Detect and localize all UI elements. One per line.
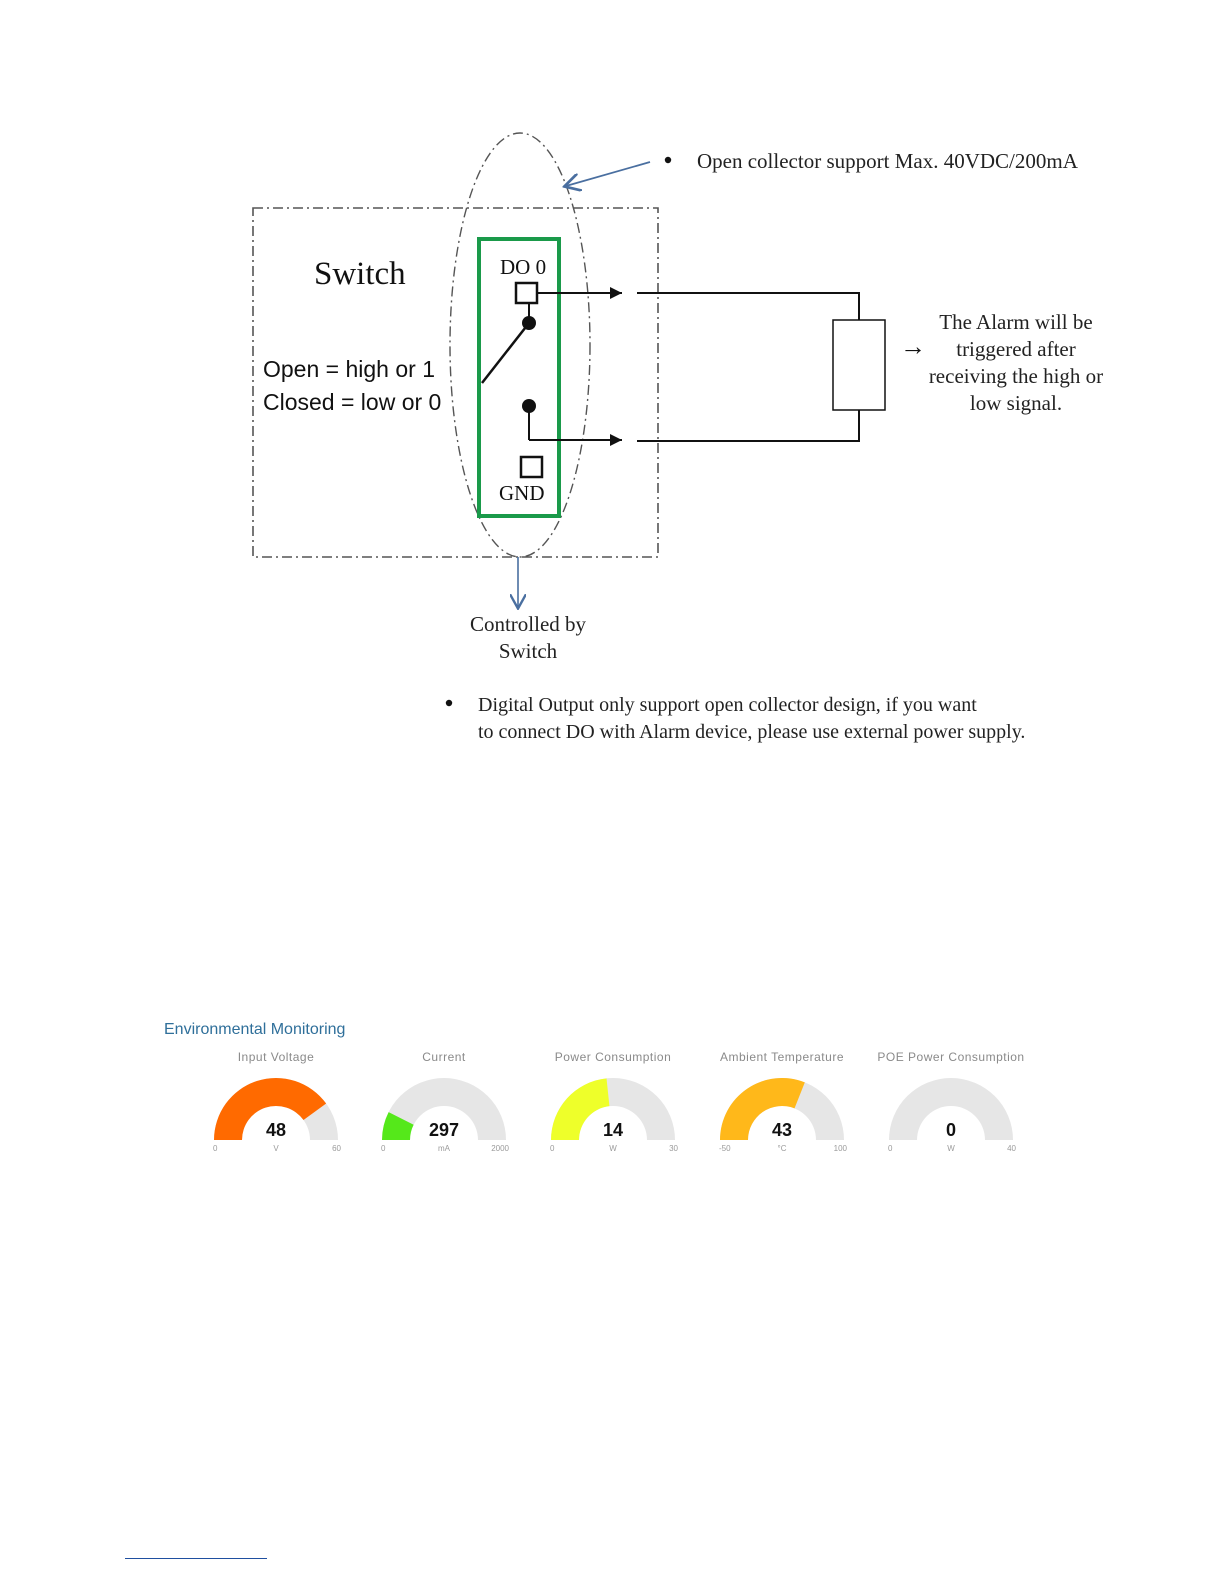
gauge-value: 43: [771, 1120, 793, 1140]
gauge-value: 0: [945, 1120, 956, 1140]
gauge-value: 297: [428, 1120, 460, 1140]
gauge-label: POE Power Consumption: [877, 1050, 1025, 1064]
switch-label: Switch: [314, 256, 406, 292]
gauge-label: Ambient Temperature: [719, 1050, 844, 1064]
state-closed-label: Closed = low or 0: [263, 389, 441, 415]
gauge-label: Input Voltage: [237, 1050, 315, 1064]
gnd-label: GND: [499, 481, 545, 505]
bullet-icon: [664, 156, 672, 164]
gauge-dial: [551, 1078, 675, 1140]
gauge-label: Power Consumption: [554, 1050, 672, 1064]
gauge-unit-label: °C: [777, 1144, 787, 1153]
gauge-unit-label: mA: [438, 1144, 450, 1153]
gauge-max-label: 40: [1007, 1144, 1016, 1153]
gauge-max-label: 2000: [491, 1144, 509, 1153]
gauge-unit-label: V: [273, 1144, 279, 1153]
do-terminal: [514, 281, 539, 305]
do-label: DO 0: [500, 255, 546, 279]
switch-boundary: [252, 207, 659, 558]
gauge-input-voltage: Input Voltage 48 0 V 60: [201, 1048, 351, 1158]
note-bottom-line: Digital Output only support open collect…: [478, 694, 977, 716]
gnd-terminal: [519, 455, 544, 479]
gauge-min-label: 0: [888, 1144, 893, 1153]
controlled-area-ellipse: [449, 132, 591, 558]
gauge-unit-label: W: [609, 1144, 617, 1153]
alarm-text-line: The Alarm will be: [939, 310, 1092, 334]
gauge-value: 48: [265, 1120, 287, 1140]
gauge-dial: [214, 1078, 338, 1140]
state-open-label: Open = high or 1: [263, 356, 435, 382]
note-top: Open collector support Max. 40VDC/200mA: [697, 149, 1079, 173]
gauge-min-label: -50: [719, 1144, 731, 1153]
note-bottom-line: to connect DO with Alarm device, please …: [478, 721, 1025, 743]
switch-blade: [481, 322, 530, 384]
gauge-fill: [720, 1078, 805, 1140]
gauge-ambient-temperature: Ambient Temperature 43 -50 °C 100: [707, 1048, 857, 1158]
gauge-min-label: 0: [550, 1144, 555, 1153]
note-arrow: [566, 161, 651, 186]
gauge-fill: [382, 1112, 414, 1140]
gauge-fill: [551, 1078, 610, 1140]
alarm-wire-bottom: [637, 410, 860, 442]
alarm-arrow-glyph: →: [900, 332, 926, 361]
alarm-text-line: triggered after: [956, 337, 1076, 361]
bullet-icon: [445, 699, 453, 707]
gauge-track: [889, 1078, 1013, 1140]
footnote-separator: [125, 1558, 267, 1559]
gauge-max-label: 100: [833, 1144, 847, 1153]
gauge-dial: [382, 1078, 506, 1140]
alarm-wire-top: [637, 292, 860, 320]
gauge-max-label: 60: [332, 1144, 341, 1153]
alarm-text-line: low signal.: [970, 391, 1062, 415]
gauge-current: Current 297 0 mA 2000: [369, 1048, 519, 1158]
gauge-dial: [889, 1078, 1013, 1140]
terminal-block: [477, 237, 561, 518]
do-wiring-diagram: Open collector support Max. 40VDC/200mA …: [252, 132, 1103, 743]
gauge-fill: [214, 1078, 327, 1140]
gauge-min-label: 0: [213, 1144, 218, 1153]
gauge-min-label: 0: [381, 1144, 386, 1153]
gauge-value: 14: [602, 1120, 624, 1140]
alarm-text-line: receiving the high or: [929, 364, 1103, 388]
gauge-power-consumption: Power Consumption 14 0 W 30: [538, 1048, 688, 1158]
controlled-text-line: Switch: [499, 639, 558, 663]
gauge-max-label: 30: [669, 1144, 678, 1153]
gauge-unit-label: W: [947, 1144, 955, 1153]
controlled-text-line: Controlled by: [470, 612, 587, 636]
alarm-device: [832, 319, 886, 411]
gauge-dial: [720, 1078, 844, 1140]
gauge-label: Current: [422, 1050, 466, 1064]
env-monitoring-title: Environmental Monitoring: [164, 1021, 346, 1038]
